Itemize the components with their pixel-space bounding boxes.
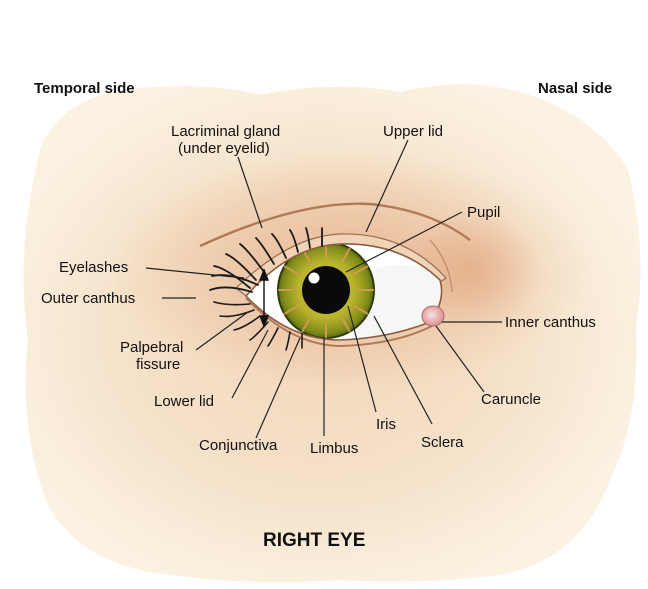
eyelashes-label: Eyelashes [59,259,128,276]
inner-canthus-label: Inner canthus [505,314,596,331]
palpebral-fissure-label: Palpebral [120,339,183,356]
lacrimal-gland-sublabel: (under eyelid) [178,140,270,157]
caruncle [422,306,444,326]
limbus-label: Limbus [310,440,358,457]
temporal-side-label: Temporal side [34,80,135,97]
palpebral-fissure-sublabel: fissure [136,356,180,373]
nasal-side-label: Nasal side [538,80,612,97]
pupil-highlight [309,273,320,284]
conjunctiva-label: Conjunctiva [199,437,278,454]
sclera-label: Sclera [421,434,464,451]
outer-canthus-label: Outer canthus [41,290,135,307]
pupil-label: Pupil [467,204,500,221]
iris-label: Iris [376,416,396,433]
caruncle-label: Caruncle [481,391,541,408]
upper-lid-label: Upper lid [383,123,443,140]
pupil [302,266,350,314]
lacrimal-gland-label: Lacriminal gland [171,123,280,140]
diagram-title: RIGHT EYE [263,530,365,551]
lower-lid-label: Lower lid [154,393,214,410]
